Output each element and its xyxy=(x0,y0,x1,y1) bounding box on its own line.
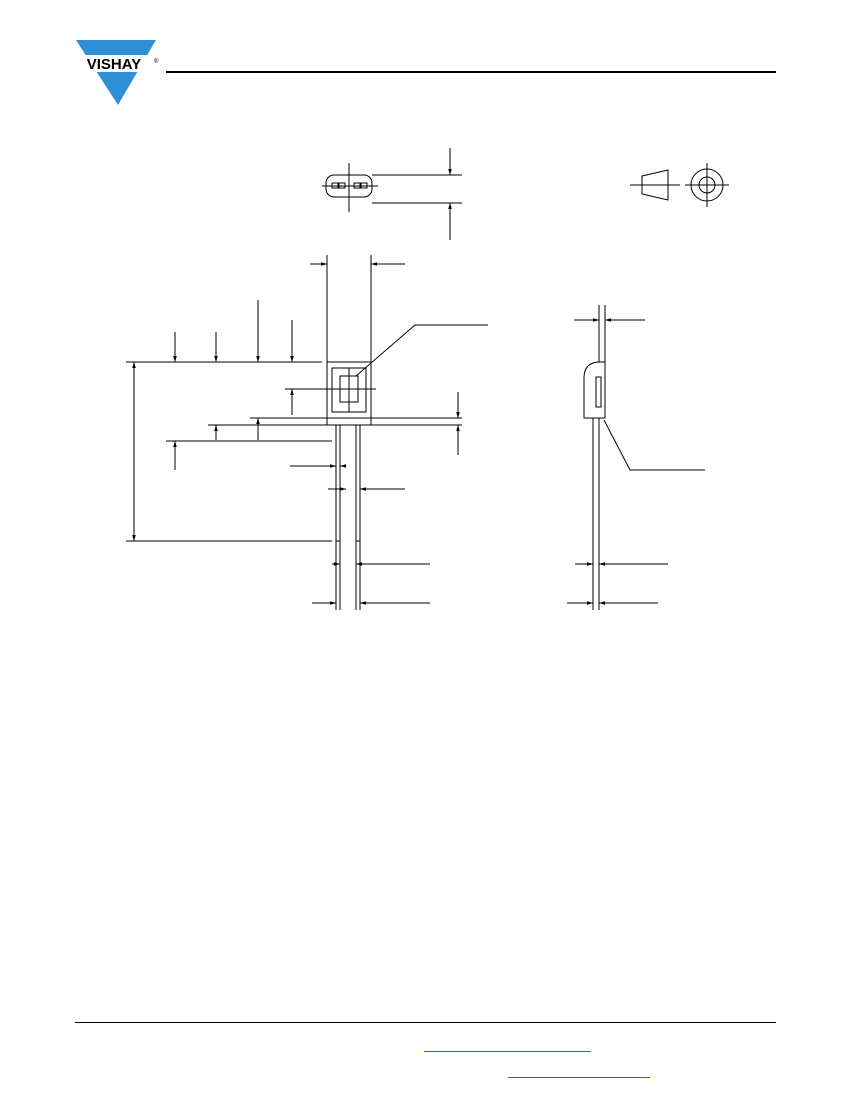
front-view xyxy=(126,255,488,610)
header-rule xyxy=(166,71,776,73)
logo-text: VISHAY xyxy=(87,56,141,73)
footer-link-1[interactable] xyxy=(424,1051,591,1052)
bottom-view xyxy=(322,148,462,240)
logo-registered-mark: ® xyxy=(154,58,159,65)
vishay-logo: VISHAY ® xyxy=(70,36,160,108)
footer-rule xyxy=(75,1022,776,1023)
projection-symbol xyxy=(630,163,729,207)
footer-link-2[interactable] xyxy=(508,1077,650,1078)
side-view xyxy=(567,305,705,610)
